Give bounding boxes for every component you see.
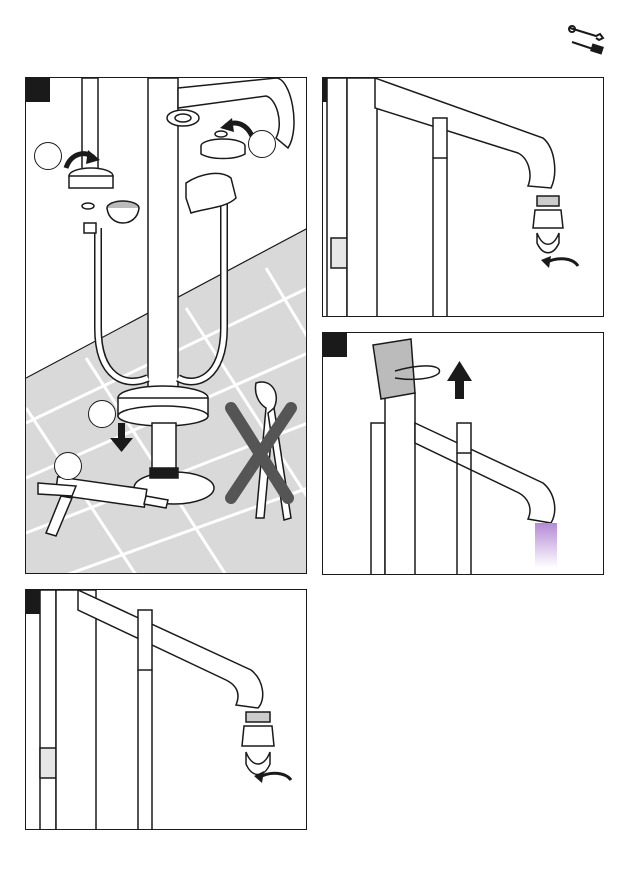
install-base-panel: [25, 77, 307, 574]
callout-circle-3: [88, 400, 116, 428]
aerator-removal-panel-bottom: [25, 589, 307, 830]
aerator-icon: [533, 196, 563, 253]
spout-icon: [415, 423, 555, 523]
callout-circle-1: [34, 142, 62, 170]
wrench-screwdriver-icon: [566, 22, 606, 56]
lever-handle: [373, 339, 415, 399]
tap-column: [347, 78, 377, 317]
aerator-removal-panel-top: [322, 77, 604, 317]
aerator-icon: [242, 712, 274, 775]
hose-icon: [82, 78, 98, 178]
tap-column: [385, 393, 415, 575]
hose-icon: [40, 590, 56, 830]
spout-icon: [78, 590, 263, 708]
arrow-up-icon: [447, 361, 472, 399]
rotate-arrow-icon: [541, 256, 578, 268]
handle-lift-panel: [322, 332, 604, 575]
hand-icon: [186, 173, 236, 213]
callout-circle-2: [248, 130, 276, 158]
light-beam-icon: [535, 523, 557, 568]
tap-column: [56, 590, 96, 830]
callout-circle-4: [54, 452, 82, 480]
tap-column: [148, 78, 178, 408]
spout-icon: [375, 78, 555, 188]
hose-icon: [371, 423, 385, 575]
